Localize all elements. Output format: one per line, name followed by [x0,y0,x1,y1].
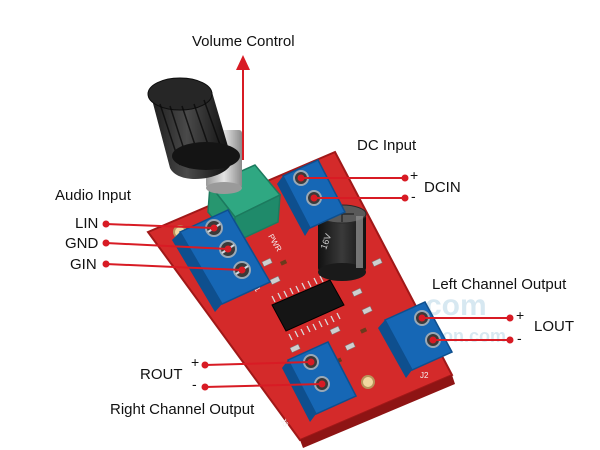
volume-arrow [236,55,250,160]
volume-knob [147,77,240,180]
rout-plus-sign: + [191,354,200,370]
lout-minus-sign: - [517,330,522,346]
label-left-channel-output: Left Channel Output [432,276,567,293]
audio-leader-lines [102,220,246,274]
watermark-line1: com [425,289,487,322]
label-gnd: GND [65,235,99,252]
dc-plus-sign: + [410,167,419,183]
volume-potentiometer [206,130,282,245]
label-lin: LIN [75,215,99,232]
label-lout: LOUT [534,318,575,335]
amplifier-ic [271,275,345,341]
lout-plus-sign: + [516,307,525,323]
label-dcin: DCIN [424,179,461,196]
dc-minus-sign: - [411,188,416,204]
label-audio-input: Audio Input [55,187,131,204]
left-output-leader-lines [418,314,514,344]
label-gin: GIN [70,256,97,273]
rout-minus-sign: - [192,376,197,392]
label-dc-input: DC Input [357,137,417,154]
label-volume-control: Volume Control [192,33,295,50]
right-output-leader-lines [201,358,326,391]
dc-leader-lines [297,174,409,202]
silk-j2: J2 [420,371,429,380]
label-right-channel-output: Right Channel Output [110,401,255,418]
label-rout: ROUT [140,366,183,383]
